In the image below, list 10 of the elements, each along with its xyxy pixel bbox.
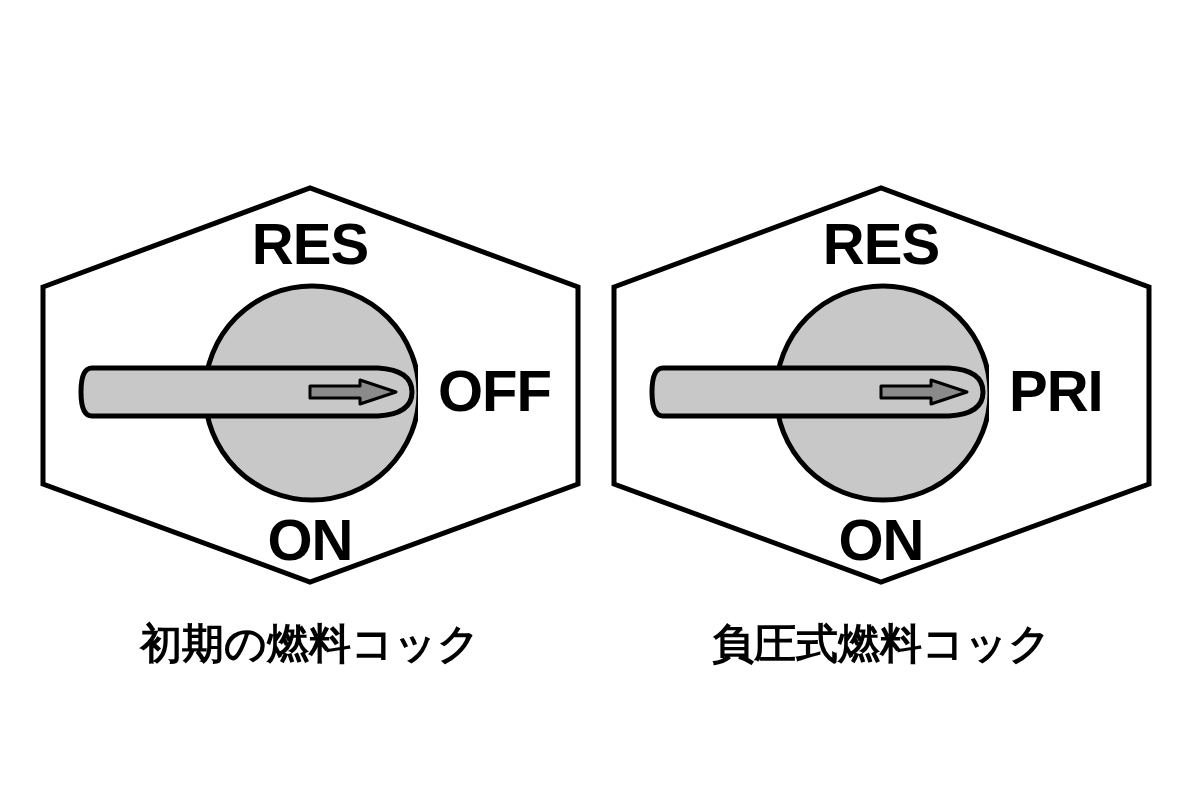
hexagon-plate	[40, 185, 581, 585]
position-label: OFF	[438, 362, 551, 420]
position-label: ON	[267, 511, 353, 569]
position-label: RES	[822, 215, 940, 273]
node-label: 負圧式燃料コック	[711, 623, 1051, 665]
position-label: PRI	[1009, 362, 1103, 420]
position-label: ON	[838, 511, 924, 569]
node-label: 初期の燃料コック	[140, 623, 480, 665]
hexagon-plate	[611, 185, 1152, 585]
position-label: RES	[251, 215, 369, 273]
